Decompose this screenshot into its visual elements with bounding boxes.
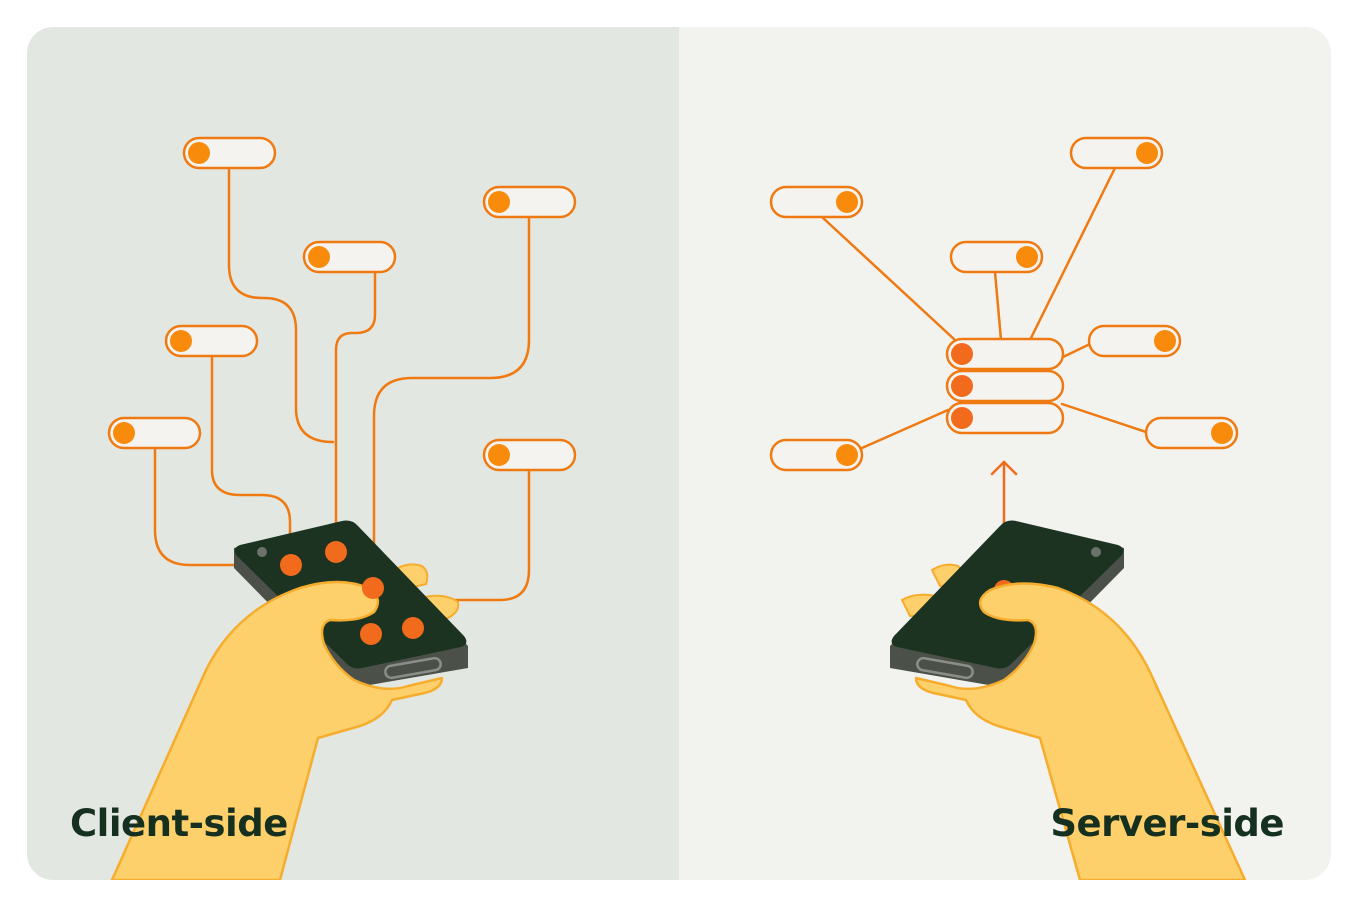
client-toggle-switch [107,416,202,450]
server-toggle-switch [1069,136,1164,170]
client-toggle-switch [482,438,577,472]
client-phone-camera [257,547,267,557]
server-toggle-switch [1144,416,1239,450]
server-connection-lines [820,166,1148,450]
server-side-label: Server-side [1050,802,1284,845]
client-phone-speaker [384,656,442,680]
server-stack-toggle [945,337,1065,371]
server-phone-speaker [916,656,974,680]
client-hand-phone [110,520,468,880]
server-toggle-switch [1087,324,1182,358]
server-toggle-switch [949,240,1044,274]
server-toggles [769,136,1239,472]
server-phone-camera [1091,547,1101,557]
server-stack-toggle [945,369,1065,403]
client-side-label: Client-side [70,802,288,845]
client-hand [110,580,444,880]
server-hand-phone [890,520,1247,880]
client-panel [27,27,679,880]
server-toggle-switch [769,185,864,219]
server-stack-toggle [945,401,1065,435]
client-toggles [107,136,577,472]
server-hand [914,582,1247,880]
client-toggle-switch [182,136,277,170]
client-toggle-switch [164,324,259,358]
client-connection-dots [280,541,424,645]
client-toggle-switch [482,185,577,219]
client-toggle-switch [302,240,397,274]
server-toggle-switch [769,438,864,472]
server-stack [945,337,1065,435]
client-back-finger [396,563,429,590]
